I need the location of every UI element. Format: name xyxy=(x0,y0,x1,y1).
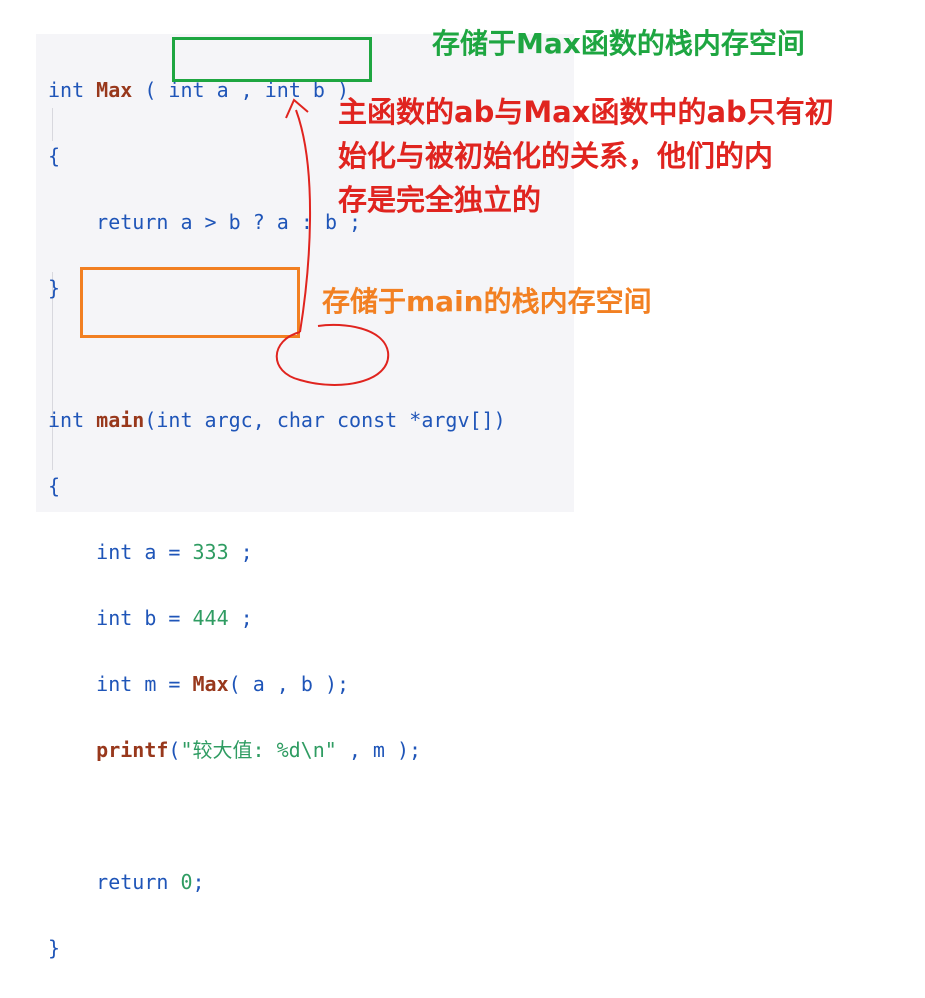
indent-guide-2 xyxy=(52,272,53,470)
code-line-10: int m = Max( a , b ); xyxy=(96,672,350,696)
code-line-9: int b = 444 ; xyxy=(96,606,253,630)
code-line-8: int a = 333 ; xyxy=(96,540,253,564)
code-line-11: printf("较大值: %d\n" , m ); xyxy=(96,738,422,762)
red-annotation-line-1: 主函数的ab与Max函数中的ab只有初 xyxy=(338,95,834,129)
max-params-highlight-box xyxy=(172,37,372,82)
code-line-13: return 0; xyxy=(96,870,205,894)
red-circle-args xyxy=(275,323,390,386)
orange-annotation: 存储于main的栈内存空间 xyxy=(322,285,652,318)
red-arrow-curve xyxy=(295,109,311,333)
indent-guide-1 xyxy=(52,108,53,141)
code-panel xyxy=(36,34,574,512)
code-line-6: int main(int argc, char const *argv[]) xyxy=(48,408,506,432)
red-arrow-head xyxy=(285,98,309,119)
code-line-14: } xyxy=(48,936,61,960)
code-line-1: int Max ( int a , int b ) xyxy=(48,78,350,102)
annotation-overlay xyxy=(275,98,390,386)
code-line-2: { xyxy=(48,144,61,168)
red-annotation-line-2: 始化与被初始化的关系，他们的内 xyxy=(338,139,774,173)
red-annotation: 主函数的ab与Max函数中的ab只有初 始化与被初始化的关系，他们的内 存是完全… xyxy=(338,90,834,222)
red-annotation-line-3: 存是完全独立的 xyxy=(338,183,542,217)
code-line-4: } xyxy=(48,276,61,300)
code-line-7: { xyxy=(48,474,61,498)
code-line-12 xyxy=(48,800,506,833)
green-annotation: 存储于Max函数的栈内存空间 xyxy=(432,27,805,60)
main-vars-highlight-box xyxy=(80,267,300,338)
